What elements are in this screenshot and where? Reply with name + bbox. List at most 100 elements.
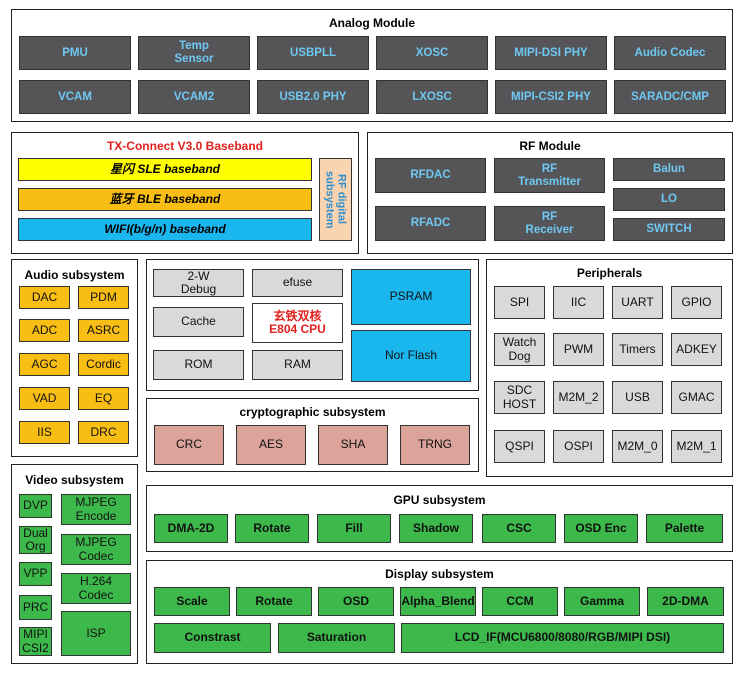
audio-block-agc: AGC: [19, 353, 70, 376]
display-block-ccm: CCM: [482, 587, 558, 616]
periph-block-gmac: GMAC: [671, 381, 722, 414]
video-block-h264-codec: H.264 Codec: [61, 573, 131, 604]
psram-block: PSRAM: [351, 269, 471, 325]
display-block-lcd-if: LCD_IF(MCU6800/8080/RGB/MIPI DSI): [401, 623, 724, 653]
video-block-prc: PRC: [19, 595, 52, 620]
crypto-subsystem-panel: cryptographic subsystem CRC AES SHA TRNG: [146, 398, 479, 472]
gpu-block-osd-enc: OSD Enc: [564, 514, 638, 543]
analog-block-vcam2: VCAM2: [138, 80, 250, 114]
display-block-osd: OSD: [318, 587, 394, 616]
rfdac-block: RFDAC: [375, 158, 486, 193]
periph-block-sdc-host: SDC HOST: [494, 381, 545, 414]
cpu-name-cn: 玄铁双核: [273, 308, 322, 323]
rf-module-title: RF Module: [519, 139, 581, 153]
display-block-constrast: Constrast: [154, 623, 271, 653]
periph-block-watchdog: Watch Dog: [494, 333, 545, 366]
cpu-memory-panel: 2-W Debug efuse Cache 玄铁双核 E804 CPU ROM …: [146, 259, 479, 391]
analog-block-temp-sensor: Temp Sensor: [138, 36, 250, 70]
analog-module-panel: Analog Module PMU Temp Sensor USBPLL XOS…: [11, 9, 733, 122]
periph-block-uart: UART: [612, 286, 663, 319]
peripherals-panel: Peripherals SPI IIC UART GPIO Watch Dog …: [486, 259, 733, 477]
analog-block-vcam: VCAM: [19, 80, 131, 114]
periph-block-usb: USB: [612, 381, 663, 414]
video-block-mjpeg-encode: MJPEG Encode: [61, 494, 131, 525]
video-subsystem-panel: Video subsystem DVP Dual Org VPP PRC MIP…: [11, 464, 138, 664]
rf-transmitter-block: RF Transmitter: [494, 158, 605, 193]
gpu-block-csc: CSC: [482, 514, 556, 543]
audio-block-pdm: PDM: [78, 286, 129, 309]
periph-block-spi: SPI: [494, 286, 545, 319]
periph-block-pwm: PWM: [553, 333, 604, 366]
audio-block-cordic: Cordic: [78, 353, 129, 376]
video-block-isp: ISP: [61, 611, 131, 656]
audio-block-eq: EQ: [78, 387, 129, 410]
rf-receiver-block: RF Receiver: [494, 206, 605, 241]
analog-block-saradc: SARADC/CMP: [614, 80, 726, 114]
gpu-subsystem-panel: GPU subsystem DMA-2D Rotate Fill Shadow …: [146, 485, 733, 552]
display-block-gamma: Gamma: [564, 587, 640, 616]
analog-module-title: Analog Module: [329, 16, 415, 30]
display-subsystem-panel: Display subsystem Scale Rotate OSD Alpha…: [146, 560, 733, 664]
display-block-alpha-blend: Alpha_Blend: [400, 587, 476, 616]
periph-block-m2m-2: M2M_2: [553, 381, 604, 414]
video-block-mjpeg-codec: MJPEG Codec: [61, 534, 131, 565]
video-block-vpp: VPP: [19, 562, 52, 586]
gpu-block-palette: Palette: [646, 514, 723, 543]
audio-block-vad: VAD: [19, 387, 70, 410]
crypto-block-aes: AES: [236, 425, 306, 465]
analog-block-mipi-dsi-phy: MIPI-DSI PHY: [495, 36, 607, 70]
video-block-dual-org: Dual Org: [19, 526, 52, 554]
rf-digital-subsystem-block: RF digital subsystem: [319, 158, 352, 241]
audio-block-dac: DAC: [19, 286, 70, 309]
crypto-block-trng: TRNG: [400, 425, 470, 465]
e804-cpu-block: 玄铁双核 E804 CPU: [252, 303, 343, 343]
balun-block: Balun: [613, 158, 725, 181]
nor-flash-block: Nor Flash: [351, 330, 471, 382]
crypto-subsystem-title: cryptographic subsystem: [239, 405, 386, 419]
analog-block-lxosc: LXOSC: [376, 80, 488, 114]
efuse-block: efuse: [252, 269, 343, 297]
analog-block-audio-codec: Audio Codec: [614, 36, 726, 70]
gpu-block-fill: Fill: [317, 514, 391, 543]
periph-block-adkey: ADKEY: [671, 333, 722, 366]
crypto-block-sha: SHA: [318, 425, 388, 465]
gpu-block-rotate: Rotate: [235, 514, 309, 543]
gpu-subsystem-title: GPU subsystem: [393, 493, 486, 507]
cache-block: Cache: [153, 307, 244, 337]
switch-block: SWITCH: [613, 218, 725, 241]
audio-block-adc: ADC: [19, 319, 70, 342]
periph-block-m2m-0: M2M_0: [612, 430, 663, 463]
analog-block-pmu: PMU: [19, 36, 131, 70]
video-block-dvp: DVP: [19, 494, 52, 518]
sle-baseband-block: 星闪 SLE baseband: [18, 158, 312, 181]
display-block-saturation: Saturation: [278, 623, 395, 653]
lo-block: LO: [613, 188, 725, 211]
rfadc-block: RFADC: [375, 206, 486, 241]
rf-module-panel: RF Module RFDAC RFADC RF Transmitter RF …: [367, 132, 733, 254]
video-block-mipi-csi2: MIPI CSI2: [19, 627, 52, 656]
cpu-name-en: E804 CPU: [269, 322, 326, 336]
periph-block-iic: IIC: [553, 286, 604, 319]
peripherals-title: Peripherals: [576, 266, 643, 280]
periph-block-gpio: GPIO: [671, 286, 722, 319]
video-subsystem-title: Video subsystem: [25, 473, 124, 487]
analog-block-xosc: XOSC: [376, 36, 488, 70]
display-block-2d-dma: 2D-DMA: [647, 587, 724, 616]
gpu-block-dma-2d: DMA-2D: [154, 514, 228, 543]
crypto-block-crc: CRC: [154, 425, 224, 465]
tx-connect-panel: TX-Connect V3.0 Baseband 星闪 SLE baseband…: [11, 132, 359, 254]
debug-block: 2-W Debug: [153, 269, 244, 297]
periph-block-ospi: OSPI: [553, 430, 604, 463]
ble-baseband-block: 蓝牙 BLE baseband: [18, 188, 312, 211]
rom-block: ROM: [153, 350, 244, 380]
periph-block-timers: Timers: [612, 333, 663, 366]
periph-block-qspi: QSPI: [494, 430, 545, 463]
display-block-rotate: Rotate: [236, 587, 312, 616]
audio-block-iis: IIS: [19, 421, 70, 444]
wifi-baseband-block: WIFI(b/g/n) baseband: [18, 218, 312, 241]
analog-block-mipi-csi2-phy: MIPI-CSI2 PHY: [495, 80, 607, 114]
ram-block: RAM: [252, 350, 343, 380]
audio-block-asrc: ASRC: [78, 319, 129, 342]
audio-block-drc: DRC: [78, 421, 129, 444]
analog-block-usb2-phy: USB2.0 PHY: [257, 80, 369, 114]
